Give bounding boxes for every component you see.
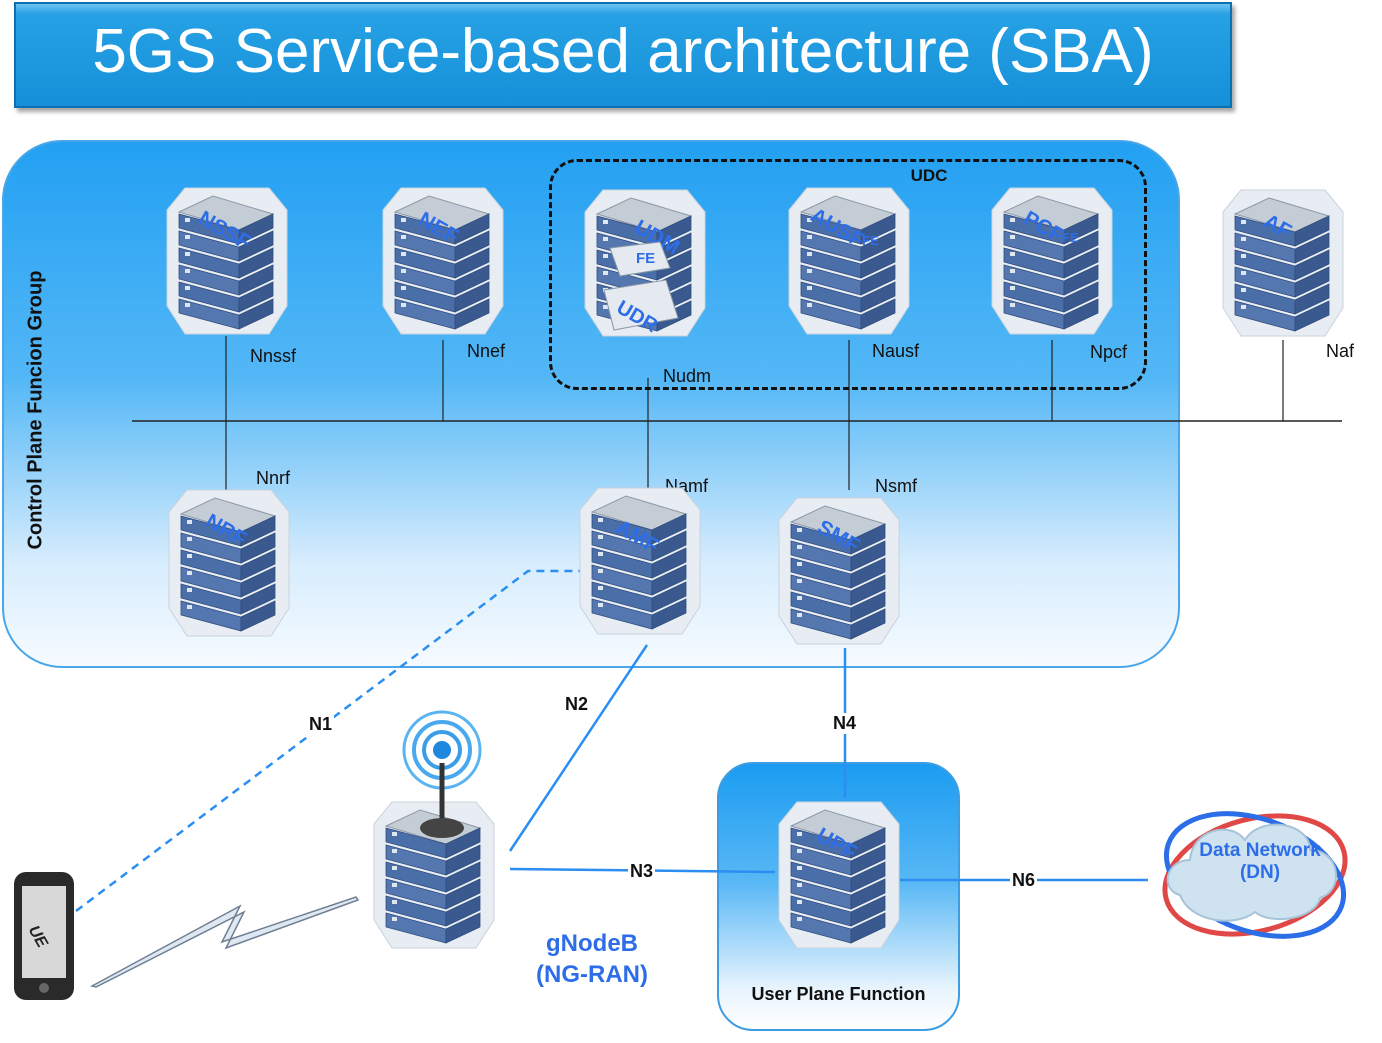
amf-server[interactable] — [578, 478, 702, 638]
server-stack-icon — [579, 487, 701, 635]
nnrf-label: Nnrf — [256, 468, 291, 488]
ausf-fe-label: FE — [862, 233, 879, 248]
radio-link-icon — [89, 896, 360, 988]
n1-line — [75, 569, 582, 912]
gnodeb-label: gNodeB (NG-RAN) — [522, 928, 662, 990]
nrf-server[interactable] — [167, 480, 291, 640]
nausf-label: Nausf — [872, 341, 920, 361]
pcf-server[interactable] — [990, 178, 1114, 338]
udc-label: UDC — [910, 166, 948, 185]
server-stack-icon — [778, 497, 900, 645]
gnodeb-label-line1: gNodeB — [546, 930, 638, 957]
n3-label: N3 — [628, 861, 656, 882]
n4-label: N4 — [831, 713, 859, 734]
nnssf-label: Nnssf — [250, 346, 297, 366]
nsmf-label: Nsmf — [875, 476, 917, 496]
n2-label: N2 — [563, 694, 591, 715]
nnef-label: Nnef — [467, 341, 506, 361]
data-network-label: Data Network (DN) — [1190, 840, 1330, 884]
user-plane-label: User Plane Function — [751, 984, 926, 1004]
npcf-label: Npcf — [1090, 342, 1128, 362]
title-banner: 5GS Service-based architecture (SBA) — [14, 2, 1232, 108]
server-stack-icon — [991, 187, 1113, 335]
server-stack-icon — [168, 489, 290, 637]
n1-label: N1 — [307, 714, 335, 735]
upf-server[interactable] — [777, 792, 901, 952]
data-network-icon[interactable] — [1150, 800, 1360, 950]
ue-phone-icon[interactable] — [10, 868, 80, 1004]
page-title: 5GS Service-based architecture (SBA) — [92, 17, 1154, 86]
udm-fe-label: FE — [636, 250, 656, 267]
pcf-fe-label: FE — [1062, 230, 1079, 245]
gnodeb-label-line2: (NG-RAN) — [536, 961, 648, 988]
af-server[interactable] — [1221, 180, 1345, 340]
nssf-server[interactable] — [165, 178, 289, 338]
nudm-label: Nudm — [663, 366, 712, 386]
server-stack-icon — [788, 187, 910, 335]
data-network-line2: (DN) — [1239, 862, 1281, 883]
n6-label: N6 — [1010, 870, 1038, 891]
server-stack-icon — [166, 187, 288, 335]
data-network-line1: Data Network — [1199, 840, 1321, 861]
n2-line — [508, 644, 649, 852]
server-stack-icon — [382, 187, 504, 335]
udc-group — [549, 159, 1147, 390]
server-stack-icon — [1222, 189, 1344, 337]
ausf-server[interactable] — [787, 178, 911, 338]
smf-server[interactable] — [777, 488, 901, 648]
naf-label: Naf — [1326, 341, 1355, 361]
udm-fe-udr-tags — [603, 241, 679, 331]
server-stack-icon — [778, 801, 900, 949]
nef-server[interactable] — [381, 178, 505, 338]
antenna-icon — [402, 710, 482, 838]
